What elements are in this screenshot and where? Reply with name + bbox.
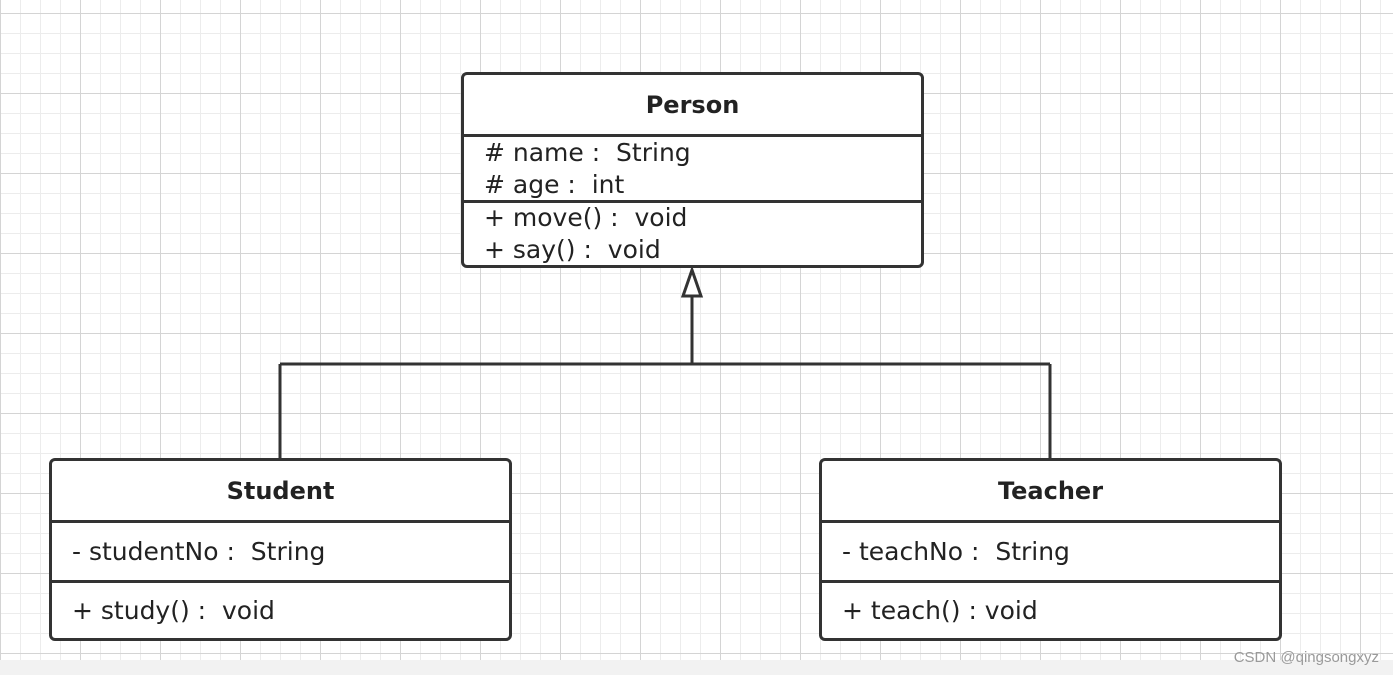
method: + move() : void <box>484 203 688 232</box>
attribute: # age : int <box>484 169 625 199</box>
attributes-section: # name : String # age : int <box>464 137 921 203</box>
class-teacher[interactable]: Teacher - teachNo : String + teach() : v… <box>819 458 1282 641</box>
attributes-section: - teachNo : String <box>822 523 1279 583</box>
method: + teach() : void <box>842 595 1038 625</box>
methods-section: + move() : void + say() : void <box>464 203 921 265</box>
watermark: CSDN @qingsongxyz <box>1233 649 1379 666</box>
class-name: Person <box>464 75 921 137</box>
attribute: - studentNo : String <box>72 536 326 566</box>
methods-section: + teach() : void <box>822 583 1279 638</box>
attribute: # name : String <box>484 137 691 167</box>
methods-section: + study() : void <box>52 583 509 638</box>
class-name: Student <box>52 461 509 523</box>
method: + say() : void <box>484 235 661 264</box>
inheritance-arrowhead <box>680 265 704 298</box>
class-person[interactable]: Person # name : String # age : int + mov… <box>461 72 924 268</box>
attributes-section: - studentNo : String <box>52 523 509 583</box>
class-name: Teacher <box>822 461 1279 523</box>
method: + study() : void <box>72 595 275 625</box>
bottom-strip <box>0 660 1393 675</box>
attribute: - teachNo : String <box>842 536 1070 566</box>
class-student[interactable]: Student - studentNo : String + study() :… <box>49 458 512 641</box>
